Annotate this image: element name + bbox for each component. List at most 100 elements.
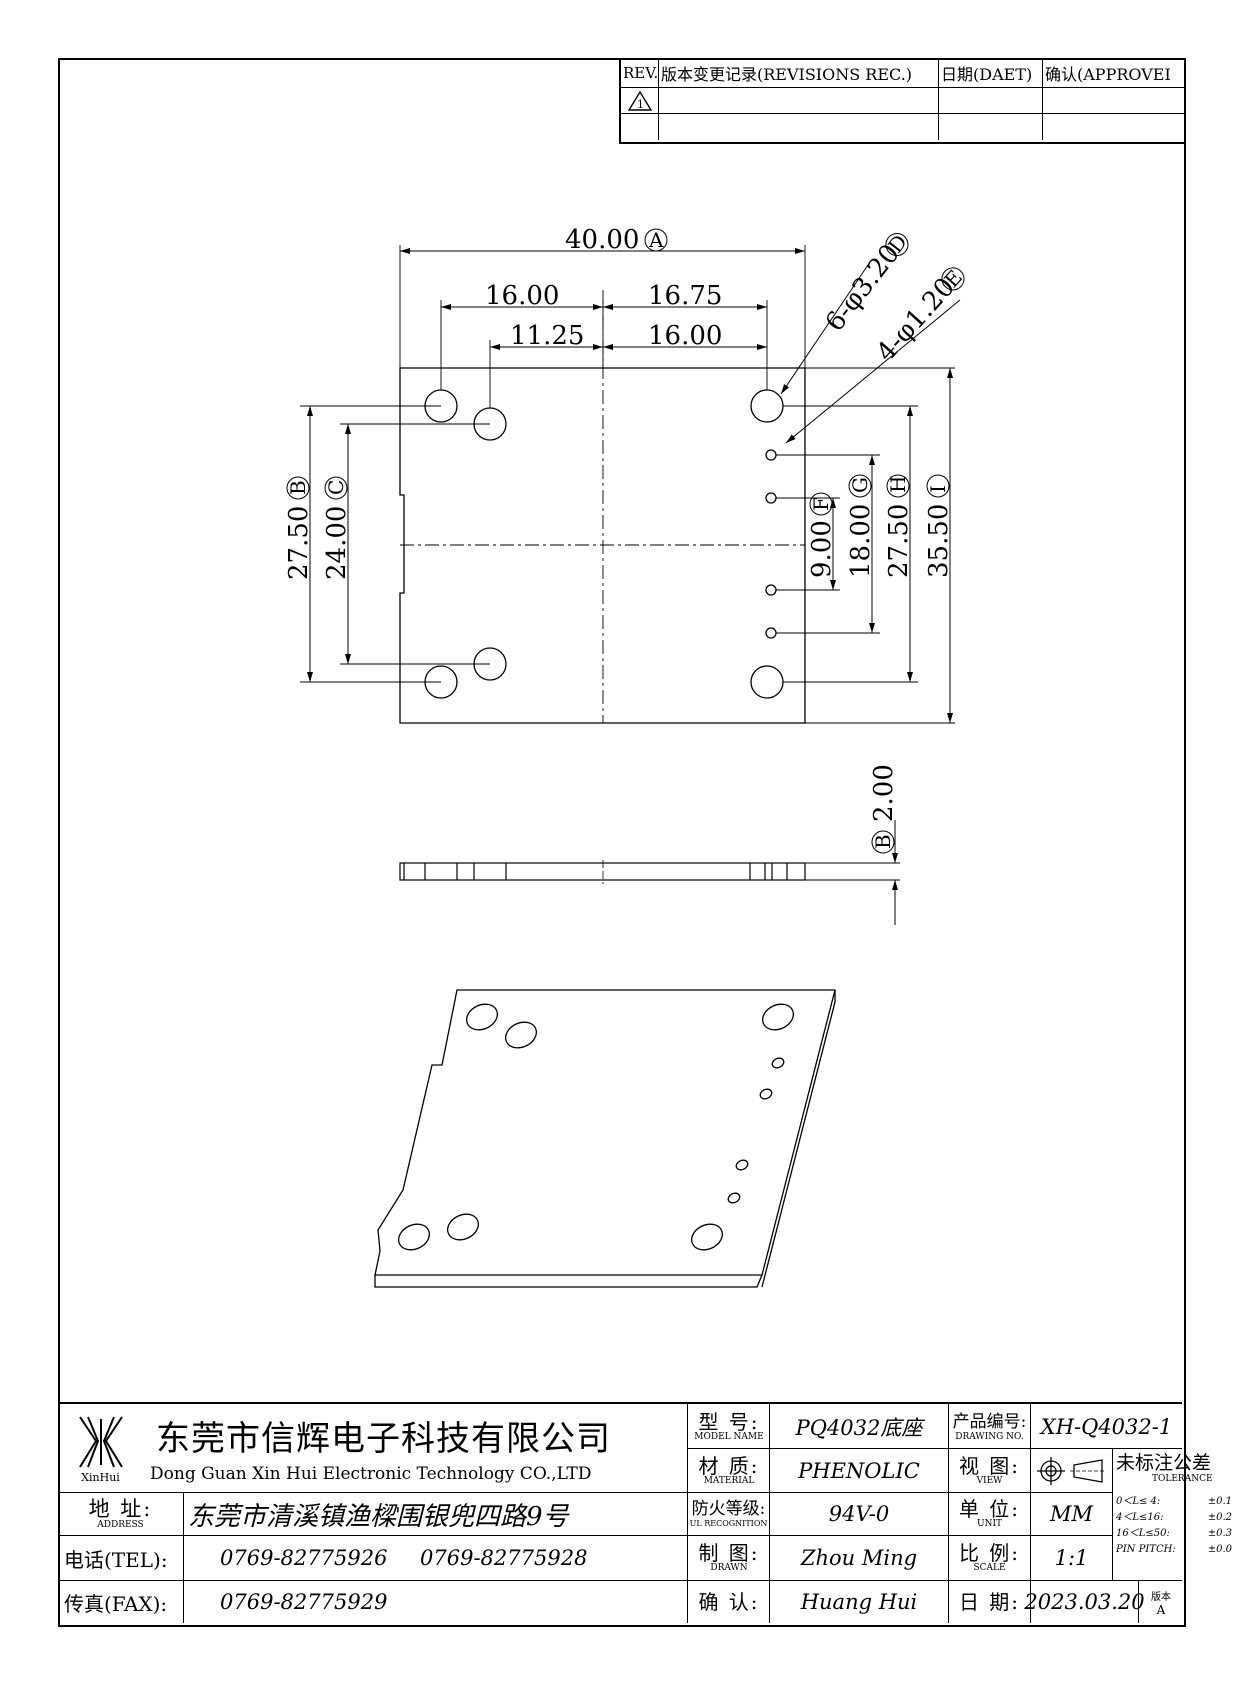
hole-large — [750, 665, 784, 699]
svg-text:C: C — [324, 480, 348, 495]
title-divider — [687, 1580, 1030, 1581]
scale-label: 比 例: SCALE — [958, 1541, 1021, 1573]
title-divider — [687, 1492, 1030, 1493]
tolerance-row: 0＜L≤ 4:±0.1 — [1116, 1496, 1232, 1507]
approve-header: 确认(APPROVEI — [1043, 58, 1184, 88]
revision-triangle-icon: 1 — [627, 90, 652, 111]
pin-hole — [765, 449, 777, 461]
iso-front-edge — [374, 1274, 763, 1288]
view-label: 视 图: VIEW — [958, 1453, 1021, 1486]
tel-label: 电话(TEL): — [64, 1536, 184, 1580]
dim-thickness: 2.00 B — [869, 764, 899, 854]
technical-drawing: 40.00 A 16.00 16.75 11.25 16.00 6-φ3.20 … — [284, 225, 967, 1288]
drawing-border — [58, 58, 1186, 1627]
svg-text:B: B — [286, 480, 310, 495]
version-cell: 版本 A — [1151, 1591, 1171, 1617]
confirm-value: Huang Hui — [800, 1590, 918, 1614]
unit-value: MM — [1031, 1493, 1113, 1535]
rev-row-1-desc — [659, 88, 939, 114]
pin-hole — [765, 627, 777, 639]
title-divider — [687, 1448, 1182, 1449]
pin-hole — [765, 492, 777, 504]
svg-text:27.50: 27.50 — [884, 504, 914, 578]
tolerance-table: 0＜L≤ 4:±0.1 4＜L≤16:±0.2 16＜L≤50:±0.3 PIN… — [1116, 1494, 1238, 1578]
svg-text:F: F — [809, 497, 833, 511]
fax-label: 传真(FAX): — [64, 1581, 184, 1623]
top-view-labels: 40.00 A 16.00 16.75 11.25 16.00 6-φ3.20 … — [284, 225, 967, 580]
drawing-no-value: XH-Q4032-1 — [1040, 1414, 1173, 1439]
top-view — [300, 245, 961, 724]
company-logo-text: XinHui — [81, 1470, 120, 1484]
extension-lines — [300, 245, 955, 724]
drawing-no-label: 产品编号: DRAWING NO. — [952, 1411, 1027, 1442]
pin-hole — [765, 584, 777, 596]
svg-text:B: B — [871, 834, 895, 849]
dim-left-outer-height: 27.50 B — [284, 476, 314, 580]
projection-symbol-cell — [1031, 1449, 1113, 1492]
date-value: 2023.03.20 — [1024, 1581, 1145, 1623]
rev-header: REV. — [621, 58, 659, 88]
tel-value-2: 0769-82775928 — [420, 1546, 588, 1570]
tolerance-row: 16＜L≤50:±0.3 — [1116, 1528, 1232, 1539]
rev-row-2 — [621, 114, 659, 140]
address-value: 东莞市清溪镇渔樑围银兜四路9号 — [188, 1501, 569, 1532]
svg-text:1: 1 — [637, 98, 644, 111]
rev-row-1-approve — [1043, 88, 1184, 114]
model-value: PQ4032底座 — [795, 1415, 923, 1440]
material-label: 材 质: MATERIAL — [698, 1453, 760, 1486]
svg-text:I: I — [926, 485, 950, 493]
revisions-header: 版本变更记录(REVISIONS REC.) — [659, 58, 939, 88]
rev-row-1-date — [939, 88, 1043, 114]
svg-text:H: H — [886, 476, 910, 493]
dim-left-inner-span: 11.25 — [510, 321, 584, 351]
svg-text:9.00: 9.00 — [807, 520, 837, 578]
unit-label: 单 位: UNIT — [958, 1497, 1021, 1529]
title-divider — [948, 1404, 949, 1623]
title-divider — [1030, 1535, 1113, 1536]
svg-text:27.50: 27.50 — [284, 506, 314, 580]
drawn-label: 制 图: DRAWN — [698, 1541, 760, 1573]
scale-value: 1:1 — [1031, 1536, 1113, 1580]
title-divider — [687, 1404, 688, 1623]
svg-text:2.00: 2.00 — [869, 764, 899, 822]
company-logo-icon — [78, 1415, 123, 1468]
date-header: 日期(DAET) — [939, 58, 1043, 88]
dim-overall-width: 40.00 — [565, 225, 639, 255]
dim-pin-outer: 18.00 G — [846, 474, 876, 578]
dim-overall-height: 35.50 I — [924, 474, 954, 578]
dimension-lines — [307, 248, 961, 723]
svg-text:4-φ1.20: 4-φ1.20 — [871, 272, 961, 367]
tolerance-row: 4＜L≤16:±0.2 — [1116, 1512, 1232, 1523]
side-view — [399, 820, 900, 925]
svg-text:18.00: 18.00 — [846, 504, 876, 578]
base-outline — [399, 367, 806, 724]
dim-left-inner-height: 24.00 C — [322, 476, 352, 580]
rev-row-1: 1 — [621, 88, 659, 114]
company-name-cn: 东莞市信辉电子科技有限公司 — [156, 1418, 611, 1459]
tolerance-title: 未标注公差 TOLERANCE — [1116, 1452, 1213, 1484]
dim-right-hole-height: 27.50 H — [884, 474, 914, 578]
company-name-en: Dong Guan Xin Hui Electronic Technology … — [150, 1464, 592, 1484]
iso-top-face — [374, 989, 836, 1276]
date-label: 日 期: — [958, 1590, 1021, 1614]
material-value: PHENOLIC — [798, 1458, 920, 1483]
drawn-value: Zhou Ming — [800, 1546, 918, 1570]
title-divider — [58, 1535, 687, 1536]
tel-value-1: 0769-82775926 — [220, 1546, 388, 1570]
tolerance-row: PIN PITCH:±0.0 — [1116, 1544, 1232, 1555]
side-profile — [399, 862, 806, 881]
title-block: XinHui 东莞市信辉电子科技有限公司 Dong Guan Xin Hui E… — [58, 1402, 1232, 1623]
title-divider — [948, 1580, 1182, 1581]
svg-text:G: G — [848, 477, 872, 493]
title-divider — [58, 1492, 687, 1493]
revision-table: REV. 版本变更记录(REVISIONS REC.) 日期(DAET) 确认(… — [619, 58, 1184, 144]
ref-circle-a: A — [644, 228, 668, 252]
svg-text:A: A — [648, 228, 664, 252]
address-label: 地 址: ADDRESS — [58, 1493, 184, 1535]
title-divider — [1030, 1492, 1113, 1493]
hole-large — [750, 389, 784, 423]
title-divider — [58, 1580, 687, 1581]
confirm-label: 确 认: — [698, 1590, 760, 1614]
title-divider — [1030, 1404, 1031, 1623]
isometric-view — [374, 989, 836, 1288]
